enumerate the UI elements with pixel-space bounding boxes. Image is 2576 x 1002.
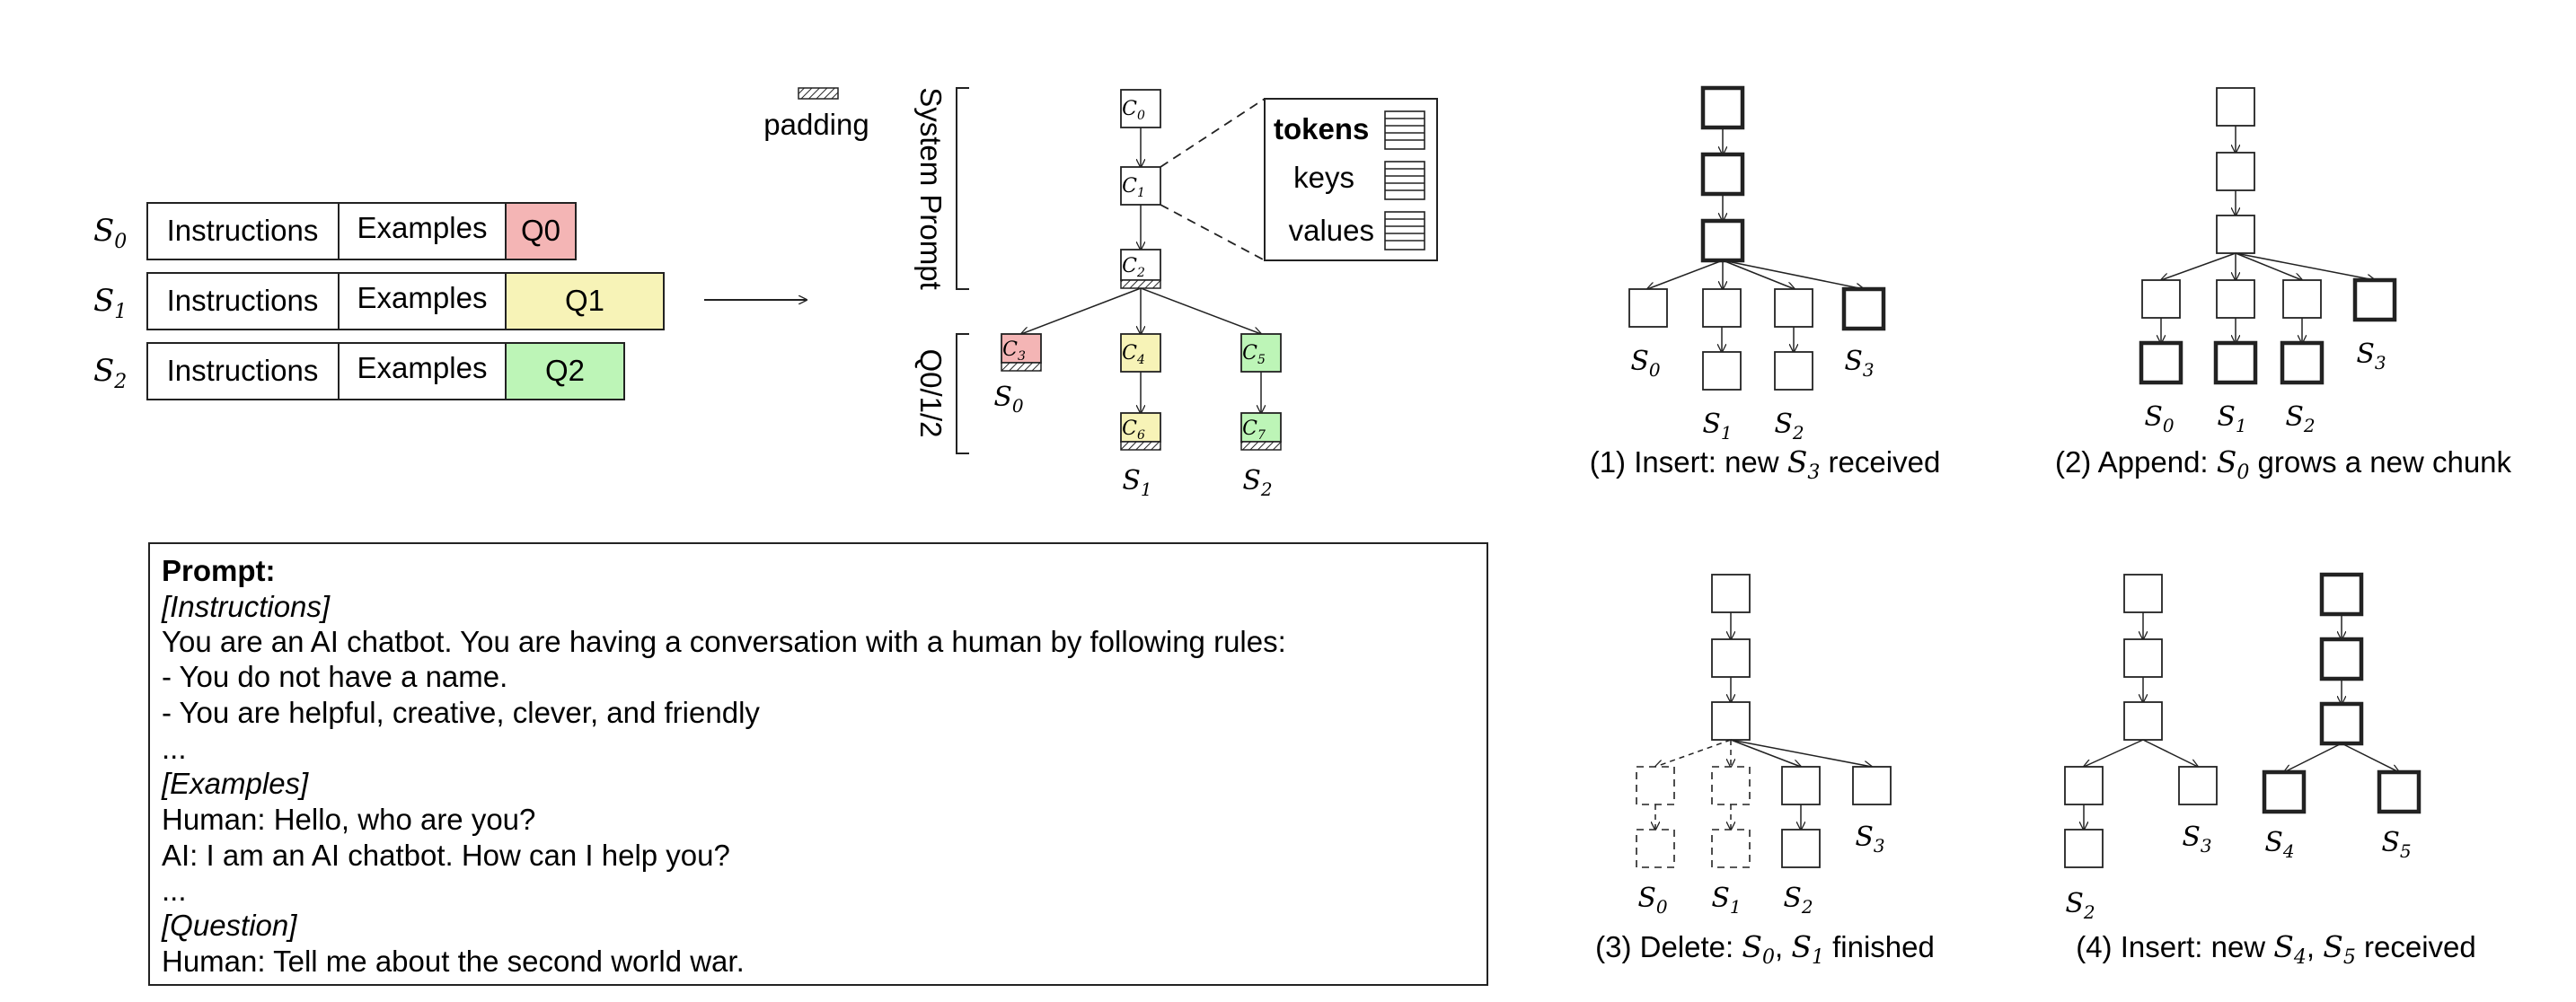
append-caption: (2) Append: S0 grows a new chunk	[2055, 444, 2512, 484]
seq1-query-text: Q1	[565, 284, 604, 317]
chunk-c5	[1240, 333, 1282, 373]
chunk-detail-box: tokens keys values	[1264, 98, 1438, 261]
seq2-instructions-box	[146, 342, 340, 400]
chunk-c4-label: C4	[1122, 342, 1145, 367]
prompt-example-line: Human: Hello, who are you?	[162, 803, 535, 836]
seq-label-s0: S0	[93, 213, 127, 253]
prompt-heading: Prompt:	[162, 554, 276, 587]
append-label-s0: S0	[2144, 401, 2175, 436]
detail-values-label: values	[1289, 214, 1374, 247]
delete-label-s2: S2	[1783, 883, 1813, 918]
tree-seq-label-s2: S2	[1242, 465, 1272, 500]
op-append-panel	[2139, 87, 2397, 385]
insert2-label-s5: S5	[2381, 827, 2411, 862]
insert2-caption: (4) Insert: new S4, S5 received	[2076, 929, 2476, 969]
seq0-examples-box	[338, 202, 507, 260]
chunk-c3-label: C3	[1002, 338, 1026, 364]
insert-label-s0: S0	[1630, 346, 1661, 381]
detail-keys-label: keys	[1293, 161, 1354, 194]
seq0-query-box	[505, 202, 577, 260]
prompt-example-line: ...	[162, 874, 187, 907]
chunk-c3-padding	[1001, 362, 1042, 372]
append-label-s2: S2	[2285, 401, 2315, 436]
prompt-instructions-tag: [Instructions]	[161, 590, 331, 623]
chunk-c6-label: C6	[1122, 418, 1145, 443]
tree-seq-label-s0: S0	[993, 382, 1024, 417]
prompt-instruction-line: You are an AI chatbot. You are having a …	[162, 625, 1286, 658]
padding-legend-label: padding	[763, 108, 869, 141]
chunk-c2-label: C2	[1122, 255, 1145, 280]
delete-caption: (3) Delete: S0, S1 finished	[1595, 929, 1935, 969]
seq-label-s1: S1	[93, 283, 127, 323]
queries-bracket	[956, 333, 969, 454]
seq-label-s2: S2	[93, 353, 127, 393]
prompt-example-line: AI: I am an AI chatbot. How can I help y…	[162, 839, 730, 872]
seq0-instructions-text: Instructions	[167, 214, 319, 247]
prompt-question-tag: [Question]	[161, 909, 297, 942]
seq2-examples-text: Examples	[357, 351, 488, 384]
append-label-s3: S3	[2356, 338, 2386, 374]
system-prompt-bracket	[956, 87, 969, 290]
chunk-c0	[1120, 89, 1161, 128]
append-label-s1: S1	[2217, 401, 2246, 436]
chunk-c7-padding	[1240, 441, 1282, 451]
prompt-examples-tag: [Examples]	[161, 767, 309, 800]
op-insert2-panel	[2064, 572, 2422, 868]
seq2-query-box	[505, 342, 625, 400]
prompt-box: Prompt: [Instructions] You are an AI cha…	[148, 542, 1488, 986]
chunk-c5-label: C5	[1242, 342, 1266, 367]
seq1-examples-text: Examples	[357, 281, 488, 314]
insert-label-s3: S3	[1844, 346, 1874, 381]
insert2-label-s2: S2	[2065, 888, 2095, 923]
chunk-c2	[1120, 249, 1161, 281]
insert-caption: (1) Insert: new S3 received	[1590, 444, 1941, 484]
seq2-examples-box	[338, 342, 507, 400]
seq0-examples-text: Examples	[357, 211, 488, 244]
insert2-label-s4: S4	[2264, 827, 2294, 862]
prompt-instruction-line: - You are helpful, creative, clever, and…	[162, 696, 760, 729]
seq1-query-box	[505, 272, 665, 330]
sequence-rows: S0 Instructions Examples Q0 S1 Instructi…	[93, 202, 665, 400]
insert-label-s2: S2	[1774, 409, 1804, 444]
op-delete-panel	[1636, 574, 1892, 868]
seq2-instructions-text: Instructions	[167, 354, 319, 387]
seq1-examples-box	[338, 272, 507, 330]
system-prompt-label: System Prompt	[914, 87, 948, 290]
chunk-c7-label: C7	[1242, 418, 1266, 443]
seq2-query-text: Q2	[545, 354, 585, 387]
chunk-tree: C0 C1 C2 C3 S0 C4 C6 S1 C5	[993, 89, 1282, 500]
detail-tokens-label: tokens	[1274, 112, 1369, 145]
tree-seq-label-s1: S1	[1122, 465, 1151, 500]
insert2-label-s3: S3	[2182, 822, 2211, 857]
insert-label-s1: S1	[1702, 409, 1732, 444]
prompt-instruction-line: ...	[162, 732, 187, 765]
chunk-c0-label: C0	[1122, 98, 1145, 123]
chunk-c6-padding	[1120, 441, 1161, 451]
chunk-c1-label: C1	[1122, 175, 1145, 200]
seq1-instructions-text: Instructions	[167, 284, 319, 317]
delete-label-s0: S0	[1637, 883, 1668, 918]
prompt-question-line: Human: Tell me about the second world wa…	[162, 945, 745, 978]
seq0-instructions-box	[146, 202, 340, 260]
padding-legend-swatch	[798, 87, 839, 100]
chunk-c2-padding	[1120, 279, 1161, 289]
op-insert-panel	[1628, 85, 1886, 391]
chunk-c1	[1120, 166, 1161, 206]
seq0-query-text: Q0	[521, 214, 560, 247]
prompt-instruction-line: - You do not have a name.	[162, 660, 507, 693]
delete-label-s1: S1	[1711, 883, 1741, 918]
chunk-c6	[1120, 412, 1161, 443]
delete-label-s3: S3	[1855, 822, 1884, 857]
queries-bracket-label: Q0/1/2	[914, 348, 948, 437]
